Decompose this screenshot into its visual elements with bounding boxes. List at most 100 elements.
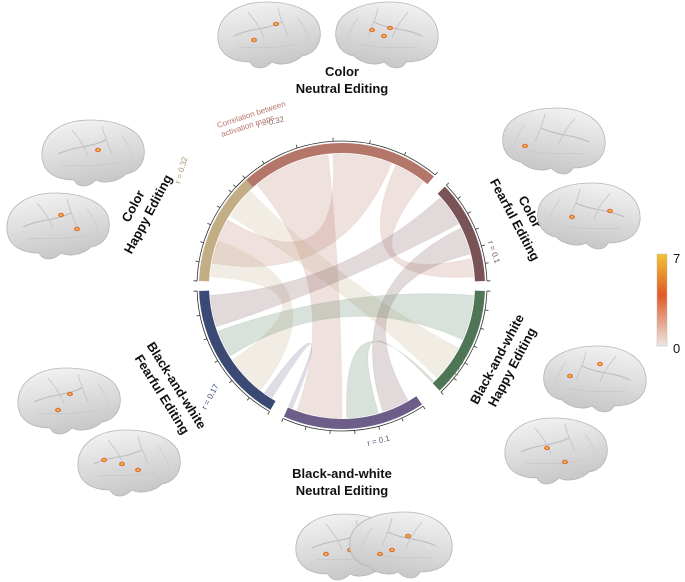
arc-bf bbox=[199, 290, 276, 410]
activation-peak bbox=[324, 552, 328, 556]
sulcus bbox=[359, 43, 419, 49]
activation-peak bbox=[390, 548, 394, 552]
r-label-color-happy: r = 0.32 bbox=[173, 155, 189, 184]
tick bbox=[246, 397, 250, 401]
sulcus bbox=[373, 21, 423, 37]
sulcus bbox=[381, 517, 393, 547]
sulcus bbox=[237, 43, 297, 49]
label-color-neutral-1: Color bbox=[325, 64, 359, 79]
label-bw-neutral-2: Neutral Editing bbox=[296, 483, 389, 498]
tick bbox=[261, 160, 265, 164]
sulcus bbox=[561, 224, 621, 230]
brain-5 bbox=[504, 417, 608, 485]
tick bbox=[207, 222, 211, 226]
activation-peak bbox=[563, 460, 567, 464]
tick bbox=[485, 262, 489, 264]
sulcus bbox=[584, 433, 598, 461]
brain-surface bbox=[537, 182, 641, 250]
activation-peak bbox=[406, 534, 410, 538]
ribbon-cn-cf bbox=[379, 164, 475, 278]
tick bbox=[453, 377, 457, 381]
colorbar-max-label: 7 bbox=[673, 251, 680, 266]
activation-peak bbox=[75, 227, 79, 231]
activation-peak bbox=[598, 362, 602, 366]
colorbar bbox=[656, 253, 668, 347]
activation-peak bbox=[388, 26, 392, 30]
activation-peak bbox=[59, 213, 63, 217]
brain-4 bbox=[543, 345, 647, 413]
activation-peak bbox=[378, 552, 382, 556]
tick-axis-bn bbox=[282, 405, 424, 432]
brain-renderings bbox=[6, 1, 647, 581]
sulcus bbox=[524, 459, 584, 465]
arc-cf bbox=[437, 186, 485, 282]
activation-peak bbox=[136, 468, 140, 472]
ribbon-bh-bf bbox=[217, 293, 475, 357]
colorbar-min-label: 0 bbox=[673, 341, 680, 356]
sulcus bbox=[277, 7, 289, 37]
sulcus bbox=[512, 123, 526, 151]
sulcus bbox=[77, 373, 89, 403]
ribbon-cn-ch bbox=[211, 153, 393, 268]
brain-surface bbox=[349, 511, 453, 579]
activation-peak bbox=[370, 28, 374, 32]
brain-surface bbox=[17, 367, 121, 435]
ribbon-bn-bf bbox=[263, 342, 313, 410]
brain-surface bbox=[543, 345, 647, 413]
chord-arcs bbox=[199, 143, 485, 429]
tick bbox=[229, 380, 233, 384]
ribbon-cf-bn bbox=[371, 227, 471, 413]
brain-7 bbox=[349, 511, 453, 579]
ribbon-ch-bh bbox=[229, 190, 460, 379]
brain-10 bbox=[17, 367, 121, 435]
sulcus bbox=[26, 234, 86, 240]
sulcus bbox=[547, 198, 561, 226]
sulcus bbox=[22, 212, 72, 228]
sulcus bbox=[526, 149, 586, 155]
tick bbox=[196, 314, 201, 317]
activation-peak bbox=[120, 462, 124, 466]
tick bbox=[295, 144, 298, 149]
brain-surface bbox=[335, 1, 439, 69]
tick bbox=[228, 189, 232, 193]
sulcus bbox=[97, 471, 157, 477]
tick bbox=[484, 309, 489, 311]
brain-1 bbox=[335, 1, 439, 69]
tick bbox=[464, 362, 469, 366]
sulcus bbox=[61, 161, 121, 167]
sulcus bbox=[157, 445, 171, 473]
sulcus bbox=[599, 355, 617, 383]
activation-peak bbox=[568, 374, 572, 378]
arc-bn bbox=[283, 396, 422, 429]
sulcus bbox=[66, 198, 78, 228]
sulcus bbox=[569, 188, 581, 218]
sulcus bbox=[558, 117, 576, 145]
sulcus bbox=[405, 521, 423, 549]
sulcus bbox=[553, 361, 567, 389]
chord-ribbons bbox=[209, 153, 475, 419]
tick bbox=[481, 244, 485, 247]
sulcus bbox=[57, 139, 107, 155]
sulcus bbox=[71, 129, 89, 157]
tick bbox=[401, 417, 404, 422]
r-label-bw-fearful: r = 0.17 bbox=[200, 382, 221, 411]
activation-peak bbox=[545, 446, 549, 450]
axis-ticks bbox=[193, 137, 491, 435]
tick bbox=[242, 175, 246, 179]
brain-surface bbox=[41, 119, 145, 187]
tick bbox=[473, 345, 478, 348]
sulcus bbox=[564, 423, 576, 453]
activation-peak bbox=[102, 458, 106, 462]
tick-axis-bf bbox=[196, 291, 270, 412]
sulcus bbox=[97, 383, 111, 411]
sulcus bbox=[137, 435, 149, 465]
ribbon-cf-bf bbox=[209, 196, 460, 328]
sulcus bbox=[593, 192, 611, 220]
tick bbox=[440, 391, 444, 395]
arc-cn bbox=[237, 143, 434, 196]
brain-surface bbox=[217, 1, 321, 69]
tick bbox=[475, 227, 479, 230]
tick bbox=[216, 205, 221, 209]
